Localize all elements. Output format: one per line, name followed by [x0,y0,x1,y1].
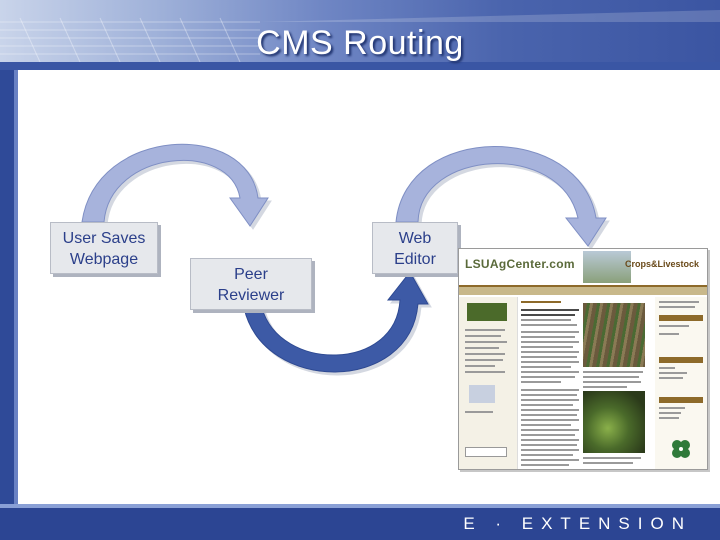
left-accent-bar [0,70,14,510]
header-band: CMS Routing [0,0,720,70]
peer-reviewer-box: Peer Reviewer [190,258,312,310]
peer-reviewer-line-1: Peer [234,266,268,283]
webpage-screenshot: LSUAgCenter.com Crops&Livestock [458,248,708,470]
webpage-header: LSUAgCenter.com Crops&Livestock [459,249,707,287]
webpage-right-sidebar [655,297,707,469]
user-saves-line-1: User Saves [62,230,146,247]
arrow-peer-to-web [243,271,429,373]
arrow-web-to-page [395,146,607,247]
webpage-header-photo [583,251,631,283]
clover-icon [672,440,690,458]
webpage-search-box [465,447,507,457]
webpage-nav-bar [459,287,707,295]
left-accent-stripe [14,70,18,510]
header-decoration [0,10,720,70]
header-gradient [0,0,720,70]
webpage-section-title: Crops&Livestock [624,259,699,269]
webpage-article-column [521,301,581,469]
user-saves-line-2: Webpage [69,251,139,268]
web-editor-line-1: Web [398,230,432,247]
footer-divider [0,504,720,508]
peer-reviewer-line-2: Reviewer [217,287,285,304]
footer-band [0,508,720,540]
webpage-crop-photo [583,303,645,367]
web-editor-box: Web Editor [372,222,458,274]
webpage-leaf-photo [583,391,645,453]
arrow-user-to-peer [81,143,269,227]
webpage-left-nav [459,297,518,469]
webpage-logo: LSUAgCenter.com [465,257,575,271]
slide-title: CMS Routing [256,24,464,62]
webpage-map-image [469,385,495,403]
web-editor-line-2: Editor [394,251,436,268]
user-saves-webpage-box: User Saves Webpage [50,222,158,274]
footer-brand: E · EXTENSION [463,514,692,533]
webpage-left-logo [467,303,507,321]
